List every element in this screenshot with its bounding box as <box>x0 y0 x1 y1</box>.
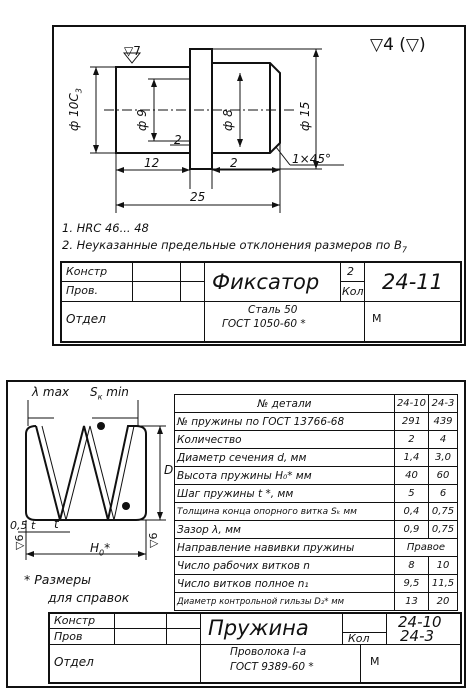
dim-chamfer: 1×45° <box>292 152 331 166</box>
roughness-right: ▽6 <box>147 532 160 548</box>
tb1-material: Сталь 50 <box>248 304 298 316</box>
label-lambda-max: λ max <box>32 385 70 399</box>
label-half-pitch: 0,5 t <box>10 519 36 532</box>
label-height-h0: H0* <box>90 541 111 558</box>
spring-spec-table: № детали 24-10 24-3 № пружины по ГОСТ 13… <box>174 394 459 611</box>
tb1-role-checker: Пров. <box>66 284 98 297</box>
tb2-material: Проволока I-a <box>230 646 307 658</box>
dim-2-left: 2 <box>174 133 182 147</box>
footnote-reference: для справок <box>48 590 130 605</box>
drawing-sheet-fixator: ▽4 (▽) ▽7 ф 10С3 ф 9 ф 8 ф 15 2 12 2 1×4… <box>52 25 466 346</box>
tb1-role-designer: Констр <box>66 265 108 278</box>
tb1-qty-label: Кол <box>342 285 364 298</box>
dim-2-right: 2 <box>230 156 238 170</box>
tb2-role-dept: Отдел <box>54 655 94 669</box>
tb2-code-2: 24-3 <box>400 627 435 645</box>
tb2-role-checker: Пров <box>54 630 83 643</box>
dim-d8: ф 8 <box>221 109 235 131</box>
table-header: № детали 24-10 24-3 <box>174 394 458 413</box>
spring-coils <box>35 425 136 521</box>
spring-end-left <box>25 425 37 521</box>
roughness-left: ▽6 <box>13 534 26 550</box>
dim-25: 25 <box>190 190 206 204</box>
tb2-material-std: ГОСТ 9389-60 * <box>230 661 314 673</box>
fixator-drawing <box>90 48 344 213</box>
drawing-sheet-spring: λ max Sк min D 0,5 t t H0* ▽6 ▽6 * Разме… <box>6 380 466 688</box>
footnote-dimensions: * Размеры <box>24 572 91 587</box>
tb2-part-name: Пружина <box>208 616 309 640</box>
dim-12: 12 <box>144 156 160 170</box>
tb1-role-dept: Отдел <box>66 312 106 326</box>
boss-d8 <box>212 62 281 154</box>
label-pitch: t <box>54 517 59 531</box>
dim-d15: ф 15 <box>298 101 312 131</box>
tb2-qty-label: Кол <box>348 632 370 645</box>
tb1-material-std: ГОСТ 1050-60 * <box>222 318 306 330</box>
label-sk-min: Sк min <box>90 385 129 402</box>
titleblock-spring: Констр Пров Отдел Пружина Кол 24-10 24-3… <box>48 612 462 684</box>
tb1-scale: М <box>372 312 382 325</box>
titleblock-fixator: Констр Пров. Отдел Фиксатор 2 Кол 24-11 … <box>60 261 462 343</box>
header-part-24-10: 24-10 <box>393 394 430 413</box>
dim-d10c3: ф 10С3 <box>67 88 84 131</box>
spring-drawing <box>18 400 166 560</box>
spring-end-right <box>135 425 147 521</box>
roughness-mark: ▽7 <box>124 44 141 58</box>
tb2-code-1: 24-10 <box>398 613 442 631</box>
roughness-corner: ▽4 (▽) <box>370 35 426 55</box>
tb1-code: 24-11 <box>382 270 444 294</box>
tb1-part-name: Фиксатор <box>212 270 320 294</box>
tb2-role-designer: Констр <box>54 614 96 627</box>
label-diameter-d: D <box>164 463 174 477</box>
flange-d15 <box>189 48 213 170</box>
tb2-scale: М <box>370 655 380 668</box>
dim-d9: ф 9 <box>135 109 149 131</box>
header-part-24-3: 24-3 <box>428 394 458 413</box>
tb1-qty: 2 <box>347 265 354 278</box>
note-hardness: 1. HRC 46... 48 <box>62 221 149 235</box>
header-part-number: № детали <box>174 394 395 413</box>
note-tolerances: 2. Неуказанные предельные отклонения раз… <box>62 238 407 255</box>
